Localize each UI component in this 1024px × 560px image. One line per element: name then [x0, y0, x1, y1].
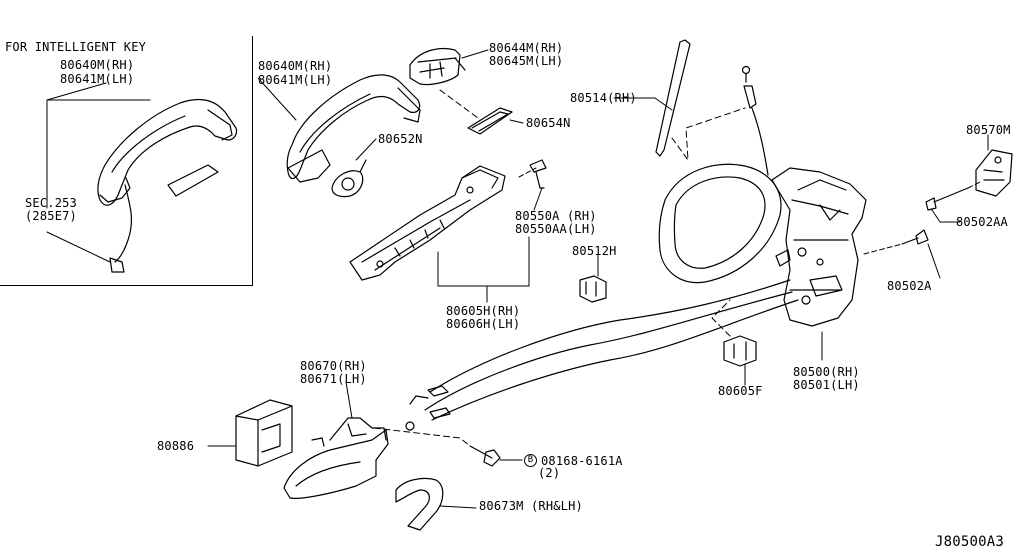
label-lock-lh: 80501(LH): [793, 378, 860, 392]
inside-handle: [283, 417, 389, 499]
door-rod: [655, 39, 691, 157]
label-screw-80502aa: 80502AA: [956, 215, 1008, 229]
label-bracket-rh: 80605H(RH): [446, 304, 521, 318]
label-bolt-spec: 08168-6161A: [541, 454, 623, 468]
label-door-rod: 80514(RH): [570, 91, 637, 105]
label-pad: 80886: [157, 439, 195, 453]
screw-80502aa: [925, 187, 969, 211]
lock-cable: [741, 65, 769, 176]
inset-outside-handle: [97, 99, 238, 273]
door-lock-actuator: [771, 167, 867, 327]
bolt-08168: [469, 445, 501, 467]
bolt-symbol: B: [524, 454, 537, 467]
label-gasket-front: 80652N: [378, 132, 423, 146]
screw-80502a: [901, 229, 929, 245]
label-striker: 80570M: [966, 123, 1011, 137]
label-lock-rh: 80500(RH): [793, 365, 860, 379]
label-escutcheon-rh: 80644M(RH): [489, 41, 564, 55]
inset-label-handle-lh: 80641M(LH): [60, 72, 135, 86]
striker: [975, 149, 1013, 197]
label-bolt-rh: 80550A (RH): [515, 209, 597, 223]
label-outside-handle-rh: 80640M(RH): [258, 59, 333, 73]
inset-title: FOR INTELLIGENT KEY: [5, 40, 147, 54]
leader-lines: [207, 49, 989, 509]
handle-bolt: [529, 159, 547, 189]
dash-bolt: [518, 167, 537, 178]
outside-handle: [286, 74, 421, 183]
label-clip-80605f: 80605F: [718, 384, 763, 398]
label-escutcheon-lh: 80645M(LH): [489, 54, 564, 68]
inset-label-handle-rh: 80640M(RH): [60, 58, 135, 72]
gasket-rear: [467, 107, 513, 135]
label-inside-handle-lh: 80671(LH): [300, 372, 367, 386]
label-inside-handle-rh: 80670(RH): [300, 359, 367, 373]
label-bracket-lh: 80606H(LH): [446, 317, 521, 331]
label-cover: 80673M (RH&LH): [479, 499, 583, 513]
inset-label-sec-sub: (285E7): [25, 209, 77, 223]
clip-80605f: [723, 335, 757, 367]
diagram-code: J80500A3: [935, 534, 1005, 550]
clip-80512h: [579, 275, 607, 303]
intelligent-key-inset-frame: [0, 36, 253, 286]
handle-bracket: [349, 165, 506, 281]
inside-handle-cover: [395, 477, 444, 531]
gasket-front: [331, 159, 367, 198]
label-outside-handle-lh: 80641M(LH): [258, 73, 333, 87]
door-frame-ring: [658, 163, 782, 284]
escutcheon: [409, 47, 466, 86]
dash-rod: [671, 107, 746, 161]
dash-clip-f: [711, 299, 731, 337]
inner-cables: [405, 279, 799, 431]
inset-label-sec: SEC.253: [25, 196, 77, 210]
inset-leaders: [46, 82, 151, 263]
dash-bolt-08168: [373, 427, 471, 447]
label-gasket-rear: 80654N: [526, 116, 571, 130]
dash-screw-a: [863, 243, 903, 255]
dash-escutcheon-gasket: [439, 89, 479, 119]
dash-screw-aa: [967, 181, 981, 189]
pad-80886: [235, 399, 293, 467]
label-bolt-qty: (2): [538, 466, 561, 480]
label-screw-80502a: 80502A: [887, 279, 932, 293]
label-bolt-lh: 80550AA(LH): [515, 222, 597, 236]
label-clip-80512h: 80512H: [572, 244, 617, 258]
